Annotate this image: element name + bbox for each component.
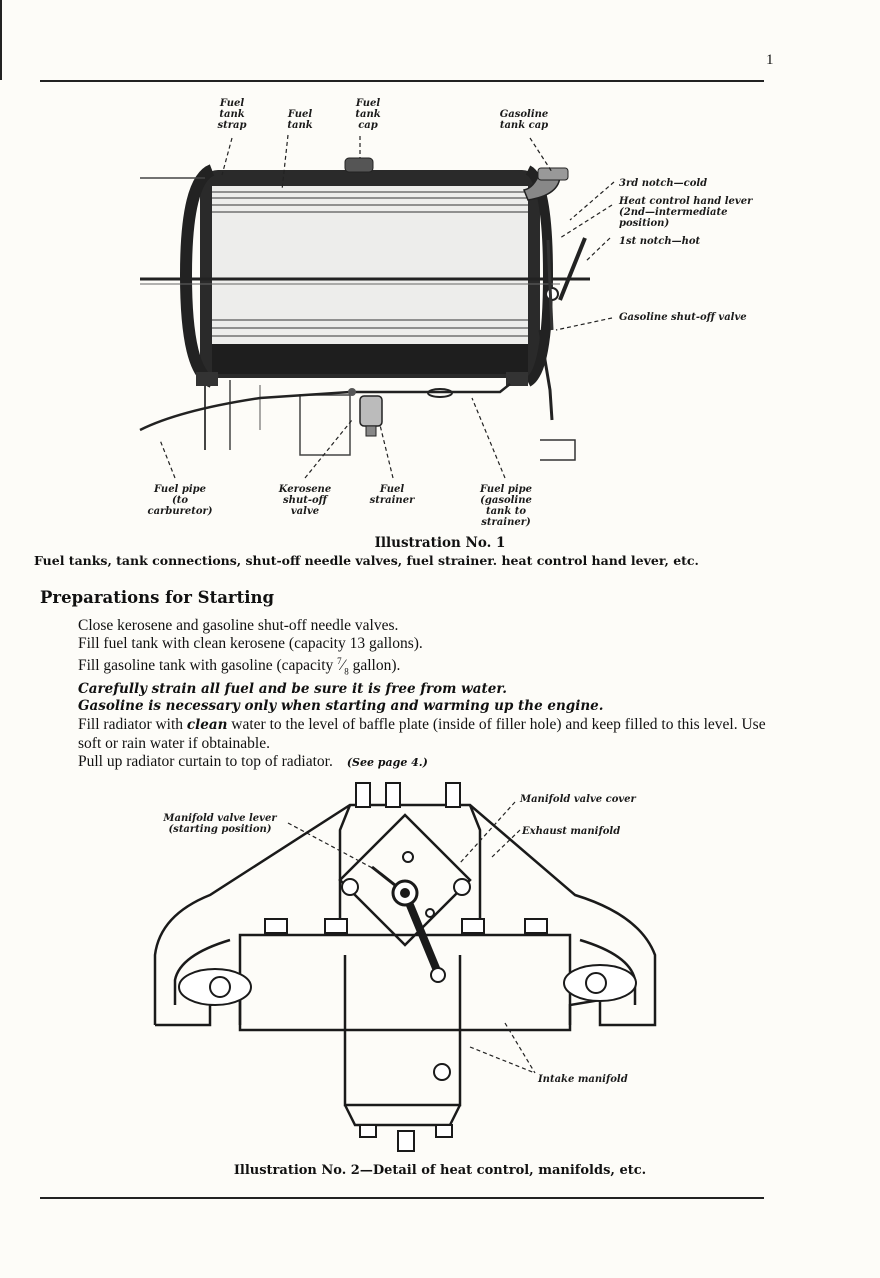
fuel-tank-diagram [139,134,615,479]
instruction-item: Close kerosene and gasoline shut-off nee… [78,617,399,634]
instruction-item: Carefully strain all fuel and be sure it… [78,680,507,697]
label-exhaust-manifold: Exhaust manifold [522,826,621,837]
page-number: 1 [766,52,774,68]
section-heading: Preparations for Starting [40,588,275,607]
illustration-1-caption: Fuel tanks, tank connections, shut-off n… [34,553,699,568]
instruction-item: Fill radiator with clean water to the le… [78,716,766,753]
fraction-den: 8 [344,665,349,676]
bottom-rule [40,1197,764,1199]
label-fuel-strainer: Fuel strainer [369,484,415,506]
label-gasoline-shutoff-valve: Gasoline shut-off valve [619,312,747,323]
page-edge-mark [0,0,2,80]
label-fuel-tank: Fuel tank [287,109,313,131]
label-fuel-tank-strap: Fuel tank strap [217,98,247,131]
label-intake-manifold: Intake manifold [538,1074,628,1085]
instruction-item: Fill fuel tank with clean kerosene (capa… [78,634,423,652]
label-fuel-pipe-carburetor: Fuel pipe (to carburetor) [147,484,213,517]
instruction-item: Pull up radiator curtain to top of radia… [78,752,428,770]
instruction-item: Fill gasoline tank with gasoline (capaci… [78,655,401,676]
illustration-1-title: Illustration No. 1 [374,535,506,551]
label-first-notch: 1st notch—hot [619,236,701,247]
label-manifold-valve-cover: Manifold valve cover [520,794,636,805]
label-heat-control-lever: Heat control hand lever (2nd—intermediat… [619,196,753,229]
label-fuel-tank-cap: Fuel tank cap [355,98,381,131]
label-fuel-pipe-gasoline: Fuel pipe (gasoline tank to strainer) [480,484,532,528]
label-kerosene-shutoff-valve: Kerosene shut-off valve [278,484,332,517]
label-gasoline-tank-cap: Gasoline tank cap [499,109,549,131]
instruction-item: Gasoline is necessary only when starting… [78,698,604,715]
fraction-num: 7 [337,655,342,666]
see-page-reference: (See page 4.) [346,755,428,769]
illustration-2-caption: Illustration No. 2—Detail of heat contro… [233,1163,647,1178]
top-rule [40,80,764,82]
manifold-diagram [153,782,657,1152]
instruction-list: Close kerosene and gasoline shut-off nee… [78,617,778,772]
label-third-notch: 3rd notch—cold [619,178,708,189]
label-manifold-valve-lever: Manifold valve lever (starting position) [163,813,277,835]
